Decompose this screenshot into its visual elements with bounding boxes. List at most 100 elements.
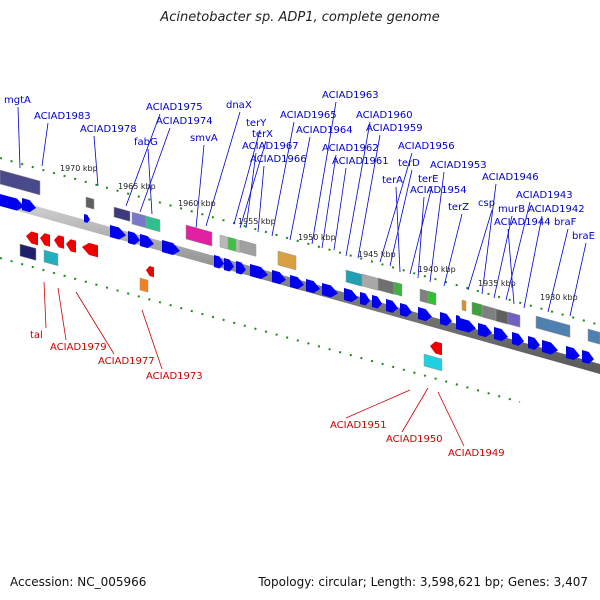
- leader-0: [17, 106, 21, 169]
- reverse-gene-5: [430, 341, 442, 356]
- gene-label-ACIAD1978: ACIAD1978: [80, 124, 137, 135]
- gene-block-1966: [239, 239, 257, 257]
- map-title: Acinetobacter sp. ADP1, complete genome: [160, 10, 440, 25]
- gene-label-ACIAD1943: ACIAD1943: [516, 190, 573, 201]
- gene-features: [0, 169, 600, 372]
- gene-block-terA: [345, 269, 363, 287]
- forward-gene-10: [272, 270, 286, 285]
- gene-label-ACIAD1961: ACIAD1961: [332, 156, 389, 167]
- forward-gene-23: [494, 327, 508, 342]
- leader-4: [139, 127, 171, 213]
- gene-labels: mgtAACIAD1983ACIAD1978ACIAD1975ACIAD1974…: [4, 90, 595, 459]
- accession-text: Accession: NC_005966: [10, 575, 147, 589]
- leader-16: [333, 167, 347, 251]
- leader-11: [257, 165, 265, 233]
- gene-block-1952: [427, 290, 437, 306]
- kbp-tick-label-7: 1935 kbp: [478, 279, 516, 288]
- gene-label-smvA: smvA: [190, 133, 218, 144]
- forward-gene-15: [360, 292, 370, 306]
- forward-gene-1: [22, 198, 36, 213]
- reverse-gene-3: [66, 239, 76, 253]
- gene-label-ACIAD1963: ACIAD1963: [322, 90, 379, 101]
- gene-label-ACIAD1973: ACIAD1973: [146, 371, 203, 382]
- gene-label-ACIAD1944: ACIAD1944: [494, 217, 551, 228]
- gene-label-terZ: terZ: [448, 202, 469, 213]
- reverse-gene-1974: [146, 265, 154, 278]
- gene-block-1978: [85, 196, 95, 210]
- gene-block-murB: [495, 308, 509, 325]
- leader-23: [417, 196, 425, 279]
- forward-gene-1977: [84, 214, 90, 223]
- rev-leader-1: [57, 287, 67, 341]
- kbp-tick-label-1: 1965 kbp: [118, 182, 156, 191]
- gene-block-1944: [507, 311, 521, 328]
- gene-label-ACIAD1959: ACIAD1959: [366, 123, 423, 134]
- gene-block-smvA: [185, 224, 213, 247]
- gene-block-1948: [461, 299, 467, 312]
- leader-8: [233, 129, 261, 225]
- forward-gene-4: [140, 234, 154, 249]
- forward-gene-6: [214, 255, 224, 269]
- gene-block-1973r: [139, 277, 149, 293]
- gene-label-terX: terX: [252, 129, 273, 140]
- leader-3: [125, 113, 161, 207]
- leader-20: [389, 169, 413, 267]
- gene-label-ACIAD1960: ACIAD1960: [356, 110, 413, 121]
- rev-leader-0: [43, 281, 47, 329]
- kbp-tick-label-3: 1955 kbp: [238, 217, 276, 226]
- forward-gene-2: [110, 225, 126, 240]
- leader-1: [41, 122, 49, 167]
- kbp-tick-label-8: 1930 kbp: [540, 293, 578, 302]
- gene-label-terY: terY: [246, 118, 267, 129]
- gene-label-ACIAD1979: ACIAD1979: [50, 342, 107, 353]
- gene-label-ACIAD1954: ACIAD1954: [410, 185, 467, 196]
- forward-gene-24: [512, 332, 524, 346]
- gene-label-braE: braE: [572, 231, 595, 242]
- forward-gene-17: [386, 299, 398, 313]
- reverse-gene-4: [82, 242, 98, 258]
- leader-17: [345, 121, 371, 257]
- gene-label-tal: tal: [30, 330, 43, 341]
- rev-leader-5: [401, 387, 429, 433]
- leader-28: [493, 215, 513, 299]
- leader-30: [507, 228, 515, 305]
- gene-block-tal: [19, 243, 37, 261]
- rev-leader-4: [345, 389, 411, 419]
- gene-label-ACIAD1967: ACIAD1967: [242, 141, 299, 152]
- forward-gene-14: [344, 288, 358, 303]
- kbp-tick-label-2: 1960 kbp: [178, 199, 216, 208]
- forward-gene-7: [224, 258, 234, 272]
- gene-label-terE: terE: [418, 174, 439, 185]
- gene-label-ACIAD1965: ACIAD1965: [280, 110, 337, 121]
- leader-32: [547, 228, 569, 313]
- gene-label-ACIAD1942: ACIAD1942: [528, 204, 585, 215]
- gene-label-ACIAD1962: ACIAD1962: [322, 143, 379, 154]
- leader-18: [357, 134, 381, 259]
- gene-label-ACIAD1964: ACIAD1964: [296, 125, 353, 136]
- leader-22: [409, 185, 433, 275]
- rev-leader-6: [437, 391, 465, 447]
- kbp-tick-label-4: 1950 kbp: [298, 233, 336, 242]
- gene-label-murB: murB: [498, 204, 525, 215]
- leader-29: [505, 201, 531, 301]
- leader-31: [523, 215, 543, 309]
- gene-label-terD: terD: [398, 158, 420, 169]
- reverse-gene-0: [26, 231, 38, 246]
- forward-gene-8: [236, 261, 246, 275]
- leader-12: [271, 121, 295, 237]
- forward-gene-11: [290, 275, 304, 290]
- gene-block-fabG: [131, 211, 147, 229]
- forward-gene-0: [0, 194, 24, 211]
- gene-label-ACIAD1975: ACIAD1975: [146, 102, 203, 113]
- leader-21: [395, 186, 401, 273]
- forward-gene-20: [440, 312, 452, 326]
- gene-block-1975: [113, 206, 131, 222]
- gene-block-1973: [145, 215, 161, 233]
- gene-label-dnaX: dnaX: [226, 100, 252, 111]
- leader-27: [481, 183, 497, 295]
- gene-block-terX: [227, 236, 237, 252]
- forward-gene-csp: [456, 315, 462, 326]
- gene-label-ACIAD1956: ACIAD1956: [398, 141, 455, 152]
